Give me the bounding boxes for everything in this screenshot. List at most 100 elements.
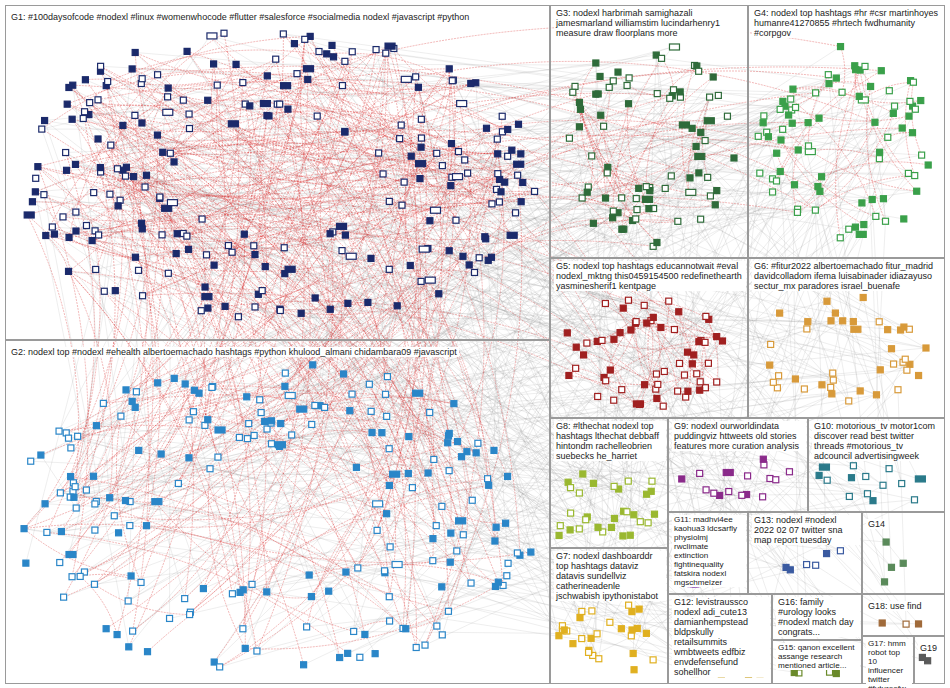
network-edge xyxy=(703,97,710,177)
vertex-icon xyxy=(415,84,421,90)
vertex-icon xyxy=(719,338,725,344)
vertex-icon xyxy=(390,471,400,477)
vertex-icon xyxy=(878,68,884,74)
vertex-icon xyxy=(607,619,613,625)
vertex-icon xyxy=(91,581,97,587)
network-edge xyxy=(597,305,644,341)
vertex-icon xyxy=(707,94,713,100)
vertex-icon xyxy=(856,231,866,237)
network-edge xyxy=(797,122,875,212)
vertex-icon xyxy=(846,226,852,232)
vertex-icon xyxy=(368,255,374,261)
network-edge xyxy=(47,532,348,653)
vertex-icon xyxy=(341,371,347,377)
network-edge xyxy=(567,101,910,332)
network-edge xyxy=(59,235,162,431)
vertex-icon xyxy=(386,482,392,488)
vertex-icon xyxy=(264,73,270,79)
network-edge xyxy=(281,189,497,423)
network-edge xyxy=(126,167,177,233)
network-edge xyxy=(271,418,448,443)
vertex-icon xyxy=(122,173,128,179)
vertex-icon xyxy=(697,387,703,393)
vertex-icon xyxy=(504,573,510,579)
vertex-icon xyxy=(259,288,265,294)
network-edge xyxy=(327,53,453,81)
vertex-icon xyxy=(401,179,407,185)
vertex-icon xyxy=(211,262,217,268)
vertex-icon xyxy=(242,645,248,651)
vertex-icon xyxy=(138,579,144,585)
network-edge xyxy=(245,586,495,649)
vertex-icon xyxy=(42,118,48,124)
network-edge xyxy=(212,64,245,234)
network-edge xyxy=(101,71,331,309)
vertex-icon xyxy=(129,398,135,404)
vertex-icon xyxy=(301,662,307,668)
vertex-icon xyxy=(456,518,466,524)
vertex-icon xyxy=(260,101,270,107)
network-edge xyxy=(63,217,262,291)
network-edge xyxy=(101,33,224,172)
network-edge xyxy=(449,106,785,436)
network-edge xyxy=(103,251,342,404)
vertex-icon xyxy=(826,81,832,87)
network-edge xyxy=(645,301,669,385)
vertex-icon xyxy=(862,63,868,69)
network-edge xyxy=(332,45,492,203)
vertex-icon xyxy=(66,234,72,240)
vertex-icon xyxy=(236,434,242,440)
vertex-icon xyxy=(280,31,286,37)
vertex-icon xyxy=(100,400,106,406)
network-edge xyxy=(307,571,385,627)
network-edge xyxy=(535,191,919,624)
vertex-icon xyxy=(252,304,258,310)
network-edge xyxy=(243,80,816,210)
vertex-icon xyxy=(652,511,658,517)
vertex-icon xyxy=(780,126,786,132)
vertex-icon xyxy=(494,136,500,142)
vertex-icon xyxy=(633,401,643,407)
vertex-icon xyxy=(777,168,783,174)
network-edge xyxy=(185,409,300,598)
vertex-icon xyxy=(264,589,270,595)
vertex-icon xyxy=(233,61,239,67)
vertex-icon xyxy=(314,113,320,119)
vertex-icon xyxy=(702,339,708,345)
vertex-icon xyxy=(469,497,475,503)
vertex-icon xyxy=(182,381,188,387)
vertex-icon xyxy=(427,218,433,224)
vertex-icon xyxy=(837,235,843,241)
vertex-icon xyxy=(210,383,216,389)
network-edge xyxy=(178,33,238,483)
network-edge xyxy=(418,87,507,476)
vertex-icon xyxy=(515,172,521,178)
vertex-icon xyxy=(636,185,642,191)
vertex-icon xyxy=(374,527,380,533)
vertex-icon xyxy=(505,560,511,566)
vertex-icon xyxy=(689,361,695,367)
vertex-icon xyxy=(886,88,892,94)
vertex-icon xyxy=(509,147,515,153)
vertex-icon xyxy=(49,224,55,230)
vertex-icon xyxy=(127,523,133,529)
network-edge xyxy=(856,70,917,192)
vertex-icon xyxy=(615,69,621,75)
vertex-icon xyxy=(349,391,355,397)
vertex-icon xyxy=(507,232,517,238)
vertex-icon xyxy=(184,48,190,54)
vertex-icon xyxy=(200,586,206,592)
vertex-icon xyxy=(579,636,585,642)
vertex-icon xyxy=(767,362,773,368)
vertex-icon xyxy=(696,68,702,74)
network-edge xyxy=(143,196,798,296)
network-edge xyxy=(815,176,914,211)
vertex-icon xyxy=(518,151,524,157)
vertex-icon xyxy=(251,243,257,249)
vertex-icon xyxy=(589,608,595,614)
network-edge xyxy=(218,174,498,430)
network-edge xyxy=(66,131,345,432)
vertex-icon xyxy=(24,212,34,218)
vertex-icon xyxy=(515,121,521,127)
